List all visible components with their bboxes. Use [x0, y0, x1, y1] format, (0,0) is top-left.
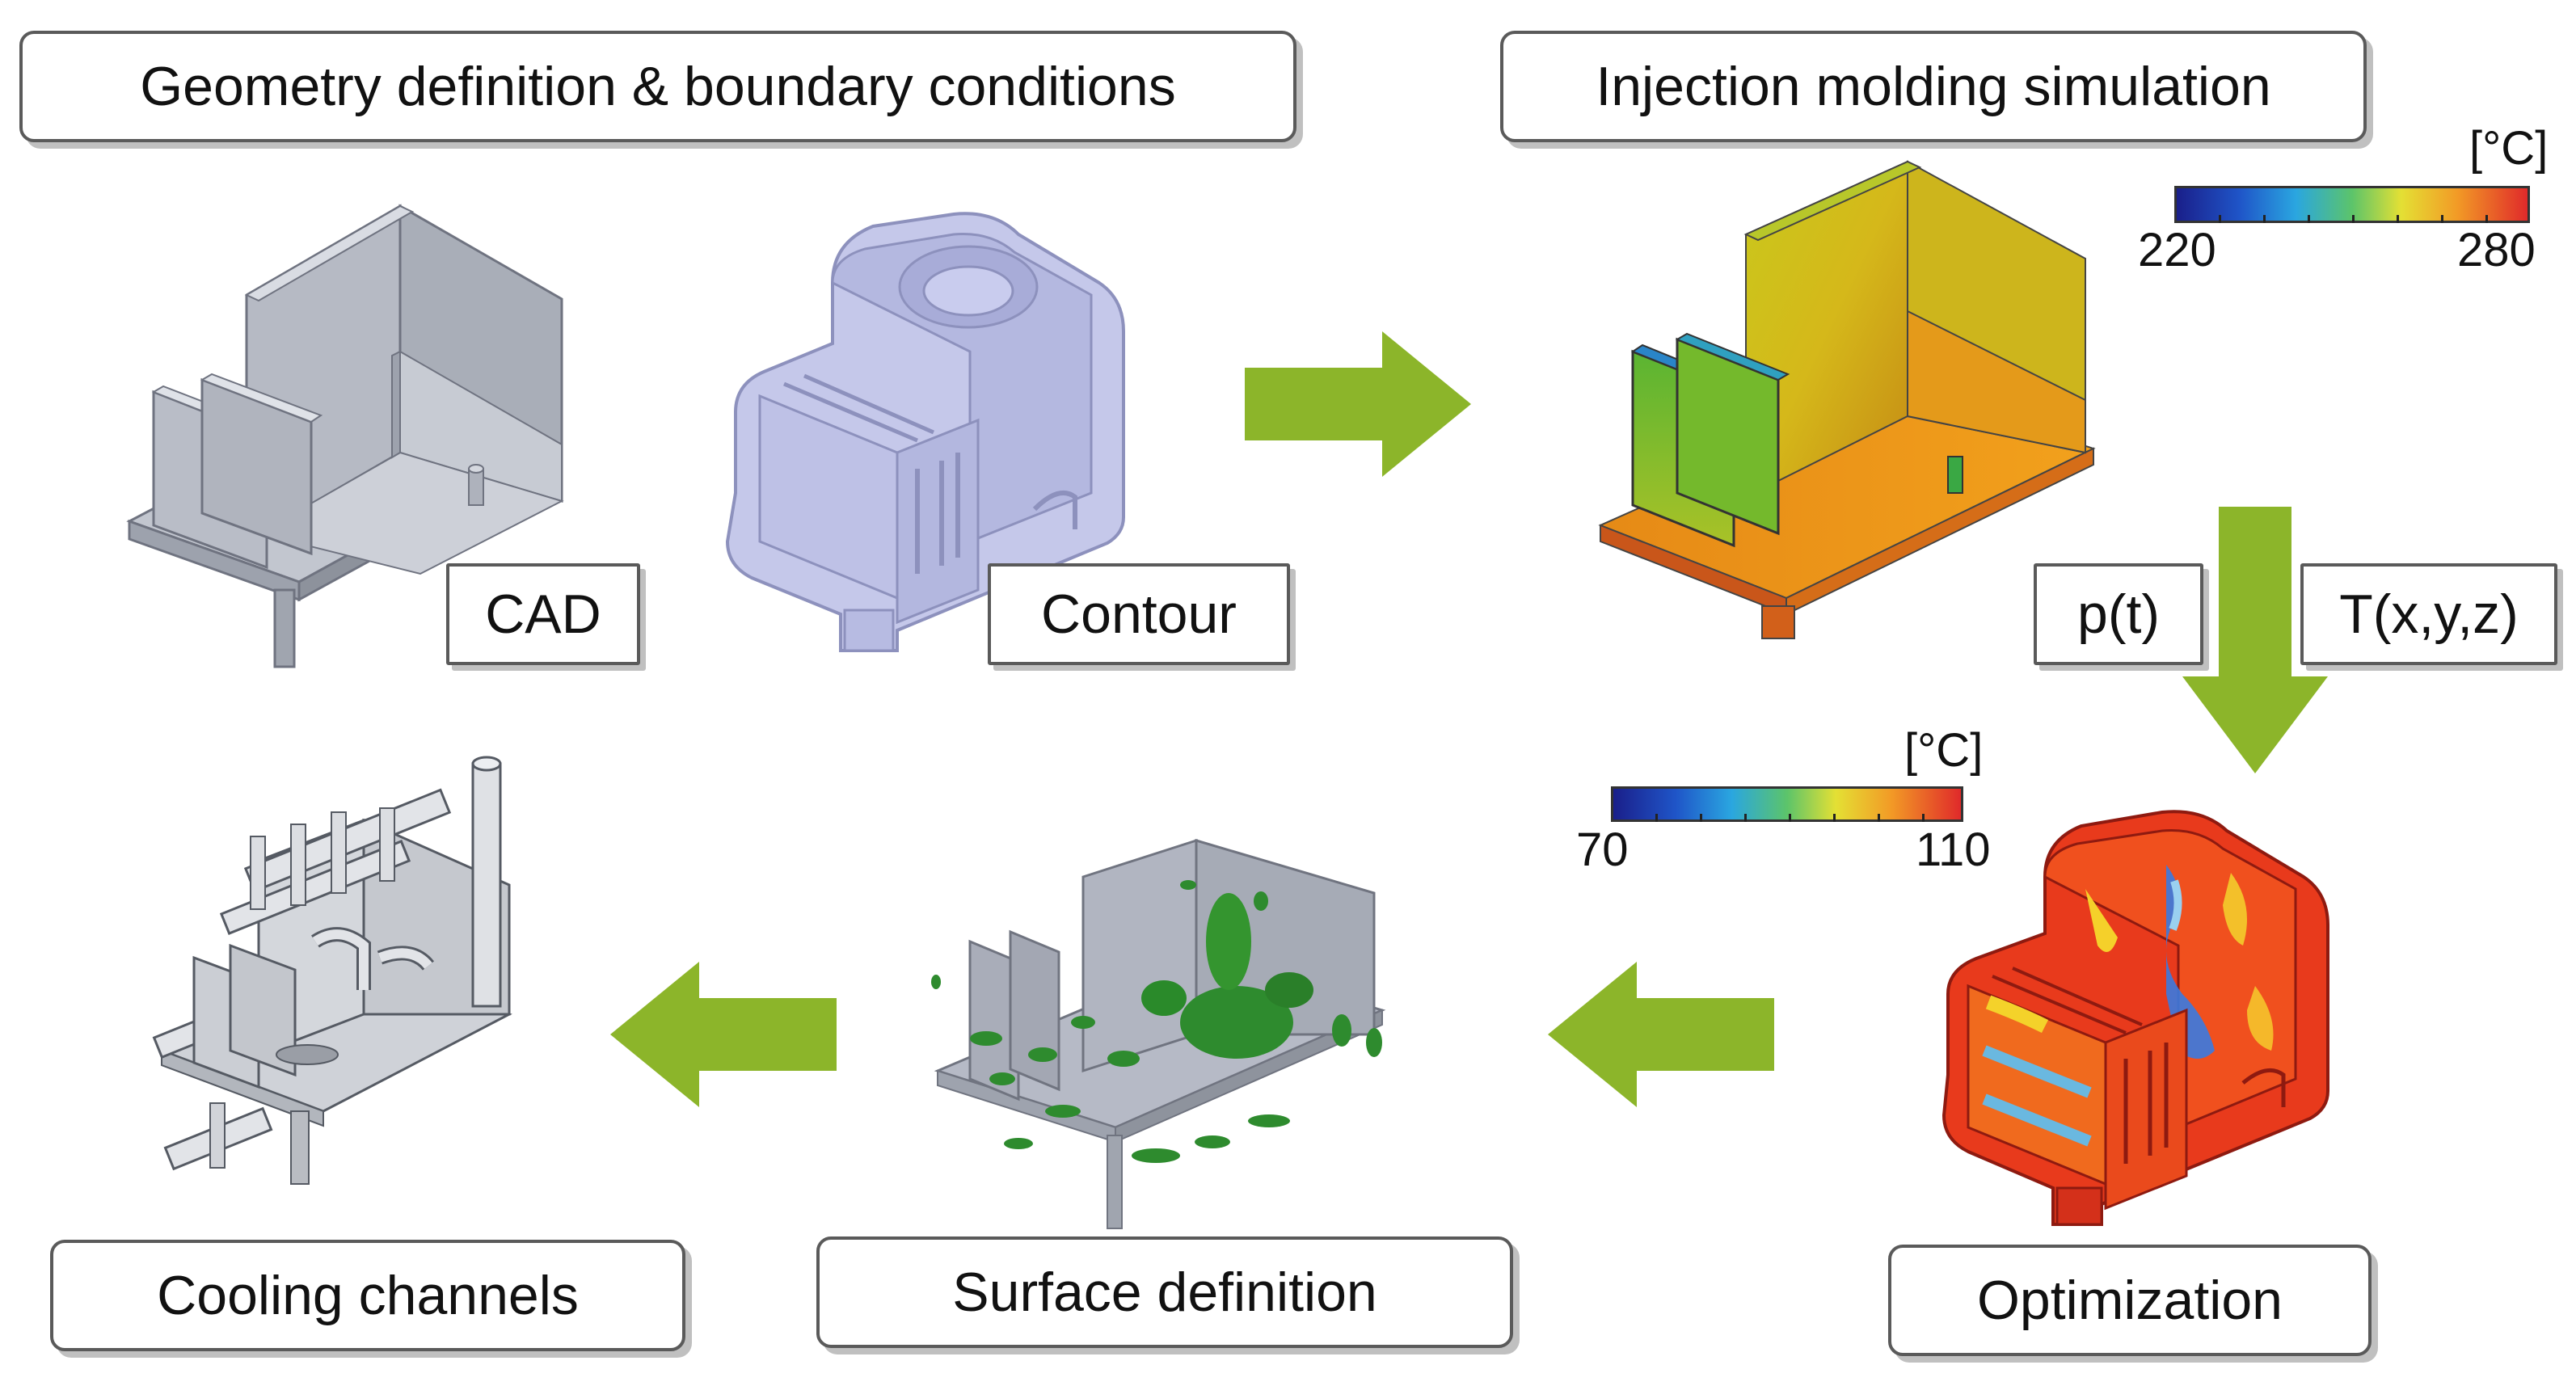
temperature-label: T(x,y,z) [2339, 583, 2519, 645]
injection-simulation-illustration [1598, 160, 2096, 639]
cad-part-illustration [126, 204, 564, 668]
optimization-colorbar-min: 70 [1576, 824, 1629, 876]
injection-colorbar-min: 220 [2138, 224, 2216, 276]
arrow-down-icon [2182, 507, 2328, 773]
injection-colorbar-unit: [°C] [2469, 122, 2549, 175]
geometry-definition-box: Geometry definition & boundary condition… [19, 31, 1296, 142]
temperature-tag: T(x,y,z) [2300, 563, 2557, 665]
optimization-box: Optimization [1888, 1245, 2372, 1356]
optimization-colorbar [1611, 786, 1963, 822]
cad-label: CAD [485, 583, 601, 645]
arrow-left-icon-middle [1548, 962, 1774, 1107]
surface-definition-illustration [931, 838, 1386, 1229]
optimization-label: Optimization [1977, 1270, 2283, 1331]
optimization-colorbar-max: 110 [1916, 824, 1991, 876]
surface-definition-box: Surface definition [816, 1236, 1513, 1348]
optimization-colorbar-unit: [°C] [1904, 724, 1984, 777]
arrow-left-icon-lower [610, 962, 837, 1107]
pressure-tag: p(t) [2034, 563, 2203, 665]
cooling-channels-label: Cooling channels [157, 1265, 579, 1326]
contour-tag: Contour [988, 563, 1290, 665]
contour-illustration [725, 212, 1125, 652]
surface-definition-label: Surface definition [952, 1262, 1377, 1323]
injection-molding-box: Injection molding simulation [1500, 31, 2367, 142]
contour-label: Contour [1041, 583, 1237, 645]
geometry-definition-label: Geometry definition & boundary condition… [140, 56, 1176, 117]
cooling-channels-illustration [152, 756, 512, 1185]
injection-colorbar-max: 280 [2457, 224, 2536, 276]
cad-tag: CAD [446, 563, 640, 665]
cooling-channels-box: Cooling channels [50, 1240, 685, 1351]
optimization-result-illustration [1941, 810, 2329, 1226]
pressure-label: p(t) [2077, 583, 2160, 645]
injection-molding-label: Injection molding simulation [1596, 56, 2271, 117]
arrow-right-icon [1245, 331, 1471, 477]
